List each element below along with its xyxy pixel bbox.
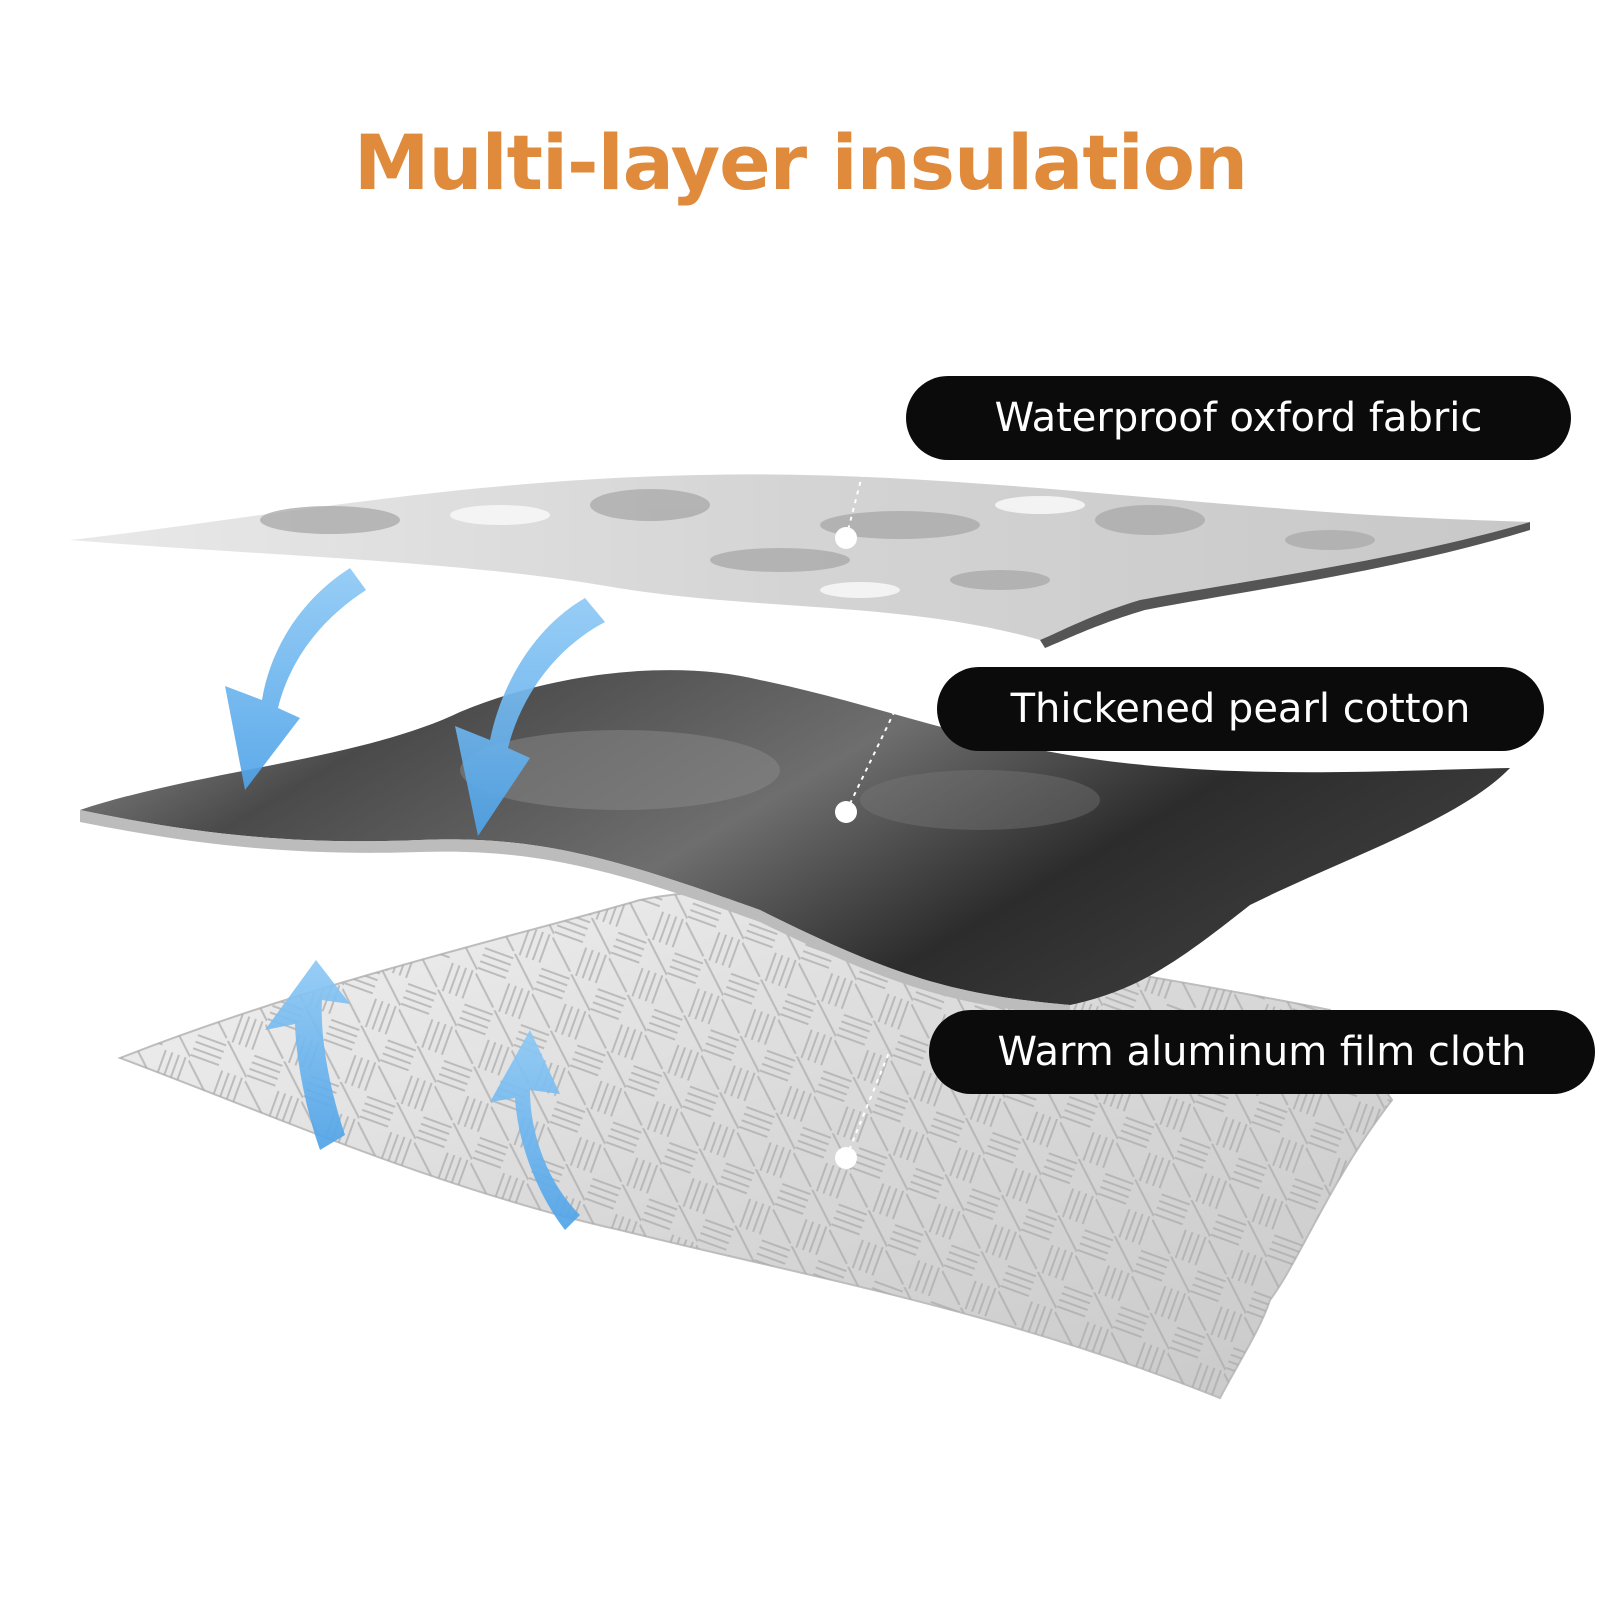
- callout-leaders: [845, 459, 901, 1159]
- oxford-fabric-layer: [70, 474, 1530, 648]
- callout-dot: [835, 1147, 857, 1169]
- arrow-down-curved-icon: [455, 598, 605, 836]
- label-waterproof-oxford-fabric: Waterproof oxford fabric: [906, 376, 1571, 460]
- pearl-cotton-layer: [80, 670, 1510, 1016]
- page-title: Multi-layer insulation: [353, 118, 1248, 207]
- label-thickened-pearl-cotton: Thickened pearl cotton: [937, 667, 1544, 751]
- arrow-down-curved-icon: [225, 568, 366, 790]
- label-warm-aluminum-film-cloth: Warm aluminum film cloth: [929, 1010, 1595, 1094]
- callout-dot: [835, 801, 857, 823]
- arrow-up-curved-icon: [265, 960, 350, 1150]
- callout-dot: [835, 527, 857, 549]
- arrow-up-curved-icon: [490, 1030, 580, 1230]
